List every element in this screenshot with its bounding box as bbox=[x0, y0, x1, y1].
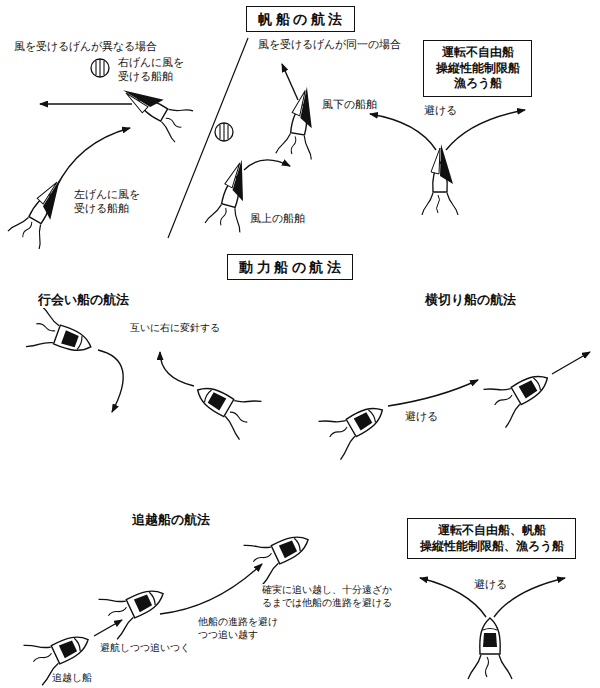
course-arrow bbox=[552, 352, 590, 374]
vessel-category-box: 運転不自由船 操縦性能制限船 漁ろう船 bbox=[423, 40, 532, 97]
vessel-label: 風上の船舶 bbox=[250, 212, 305, 226]
action-label: 避ける bbox=[424, 104, 457, 118]
avoid-arrow bbox=[446, 110, 525, 150]
box-text: 帆船の航法 bbox=[258, 10, 346, 28]
course-arrow bbox=[40, 103, 132, 104]
vessel-label: 風下の船舶 bbox=[322, 98, 377, 112]
course-arrow bbox=[282, 64, 298, 100]
course-arrow bbox=[244, 160, 290, 170]
course-arrow bbox=[98, 350, 123, 412]
action-note: 他船の進路を避けつつ追い越す bbox=[198, 616, 281, 641]
course-arrow bbox=[56, 128, 130, 188]
motorboat-icon bbox=[24, 620, 98, 686]
action-label: 避ける bbox=[405, 410, 438, 424]
vessel-label: 追越し船 bbox=[52, 672, 92, 685]
avoid-arrow bbox=[388, 380, 478, 406]
rule-heading: 行会い船の航法 bbox=[38, 292, 129, 308]
sailboat-icon bbox=[276, 83, 324, 159]
action-note: 避航しつつ追いつく bbox=[100, 642, 190, 655]
wind-symbol bbox=[215, 123, 233, 141]
motorboat-icon bbox=[99, 574, 173, 640]
vessel-label: 左げんに風を受ける船舶 bbox=[74, 188, 143, 216]
motorboat-icon bbox=[483, 359, 558, 428]
action-label: 互いに右に変針する bbox=[130, 322, 220, 335]
motorboat-icon bbox=[468, 618, 512, 679]
course-arrow bbox=[94, 620, 122, 636]
section-title-box: 帆船の航法 bbox=[246, 6, 355, 32]
sailboat-icon bbox=[114, 75, 193, 142]
rule-heading: 横切り船の航法 bbox=[425, 292, 516, 308]
vessel-category-box: 運転不自由船、帆船 操縦性能制限船、漁ろう船 bbox=[407, 518, 576, 559]
box-text: 動力船の航法 bbox=[239, 258, 344, 276]
sailboat-icon bbox=[8, 170, 75, 249]
box-text: 運転不自由船、帆船 操縦性能制限船、漁ろう船 bbox=[416, 523, 567, 554]
rule-heading: 追越船の航法 bbox=[132, 512, 210, 528]
sailboat-icon bbox=[422, 144, 458, 215]
action-note: 確実に追い越し、十分遠ざかるまでは他船の進路を避ける bbox=[262, 584, 395, 609]
action-label: 避ける bbox=[474, 578, 507, 592]
case-heading: 風を受けるげんが同一の場合 bbox=[258, 38, 401, 51]
motorboat-icon bbox=[26, 305, 98, 367]
course-arrow bbox=[160, 352, 194, 386]
box-text: 運転不自由船 操縦性能制限船 漁ろう船 bbox=[432, 45, 523, 92]
case-heading: 風を受けるげんが異なる場合 bbox=[14, 40, 157, 53]
vessel-label: 右げんに風を受ける船舶 bbox=[118, 56, 187, 84]
avoid-arrow bbox=[370, 114, 436, 150]
wind-symbol bbox=[91, 59, 109, 77]
motorboat-icon bbox=[318, 391, 393, 460]
section-title-box: 動力船の航法 bbox=[227, 254, 353, 280]
course-arrow bbox=[160, 564, 262, 614]
motorboat-icon bbox=[244, 520, 318, 586]
motorboat-icon bbox=[187, 371, 262, 440]
